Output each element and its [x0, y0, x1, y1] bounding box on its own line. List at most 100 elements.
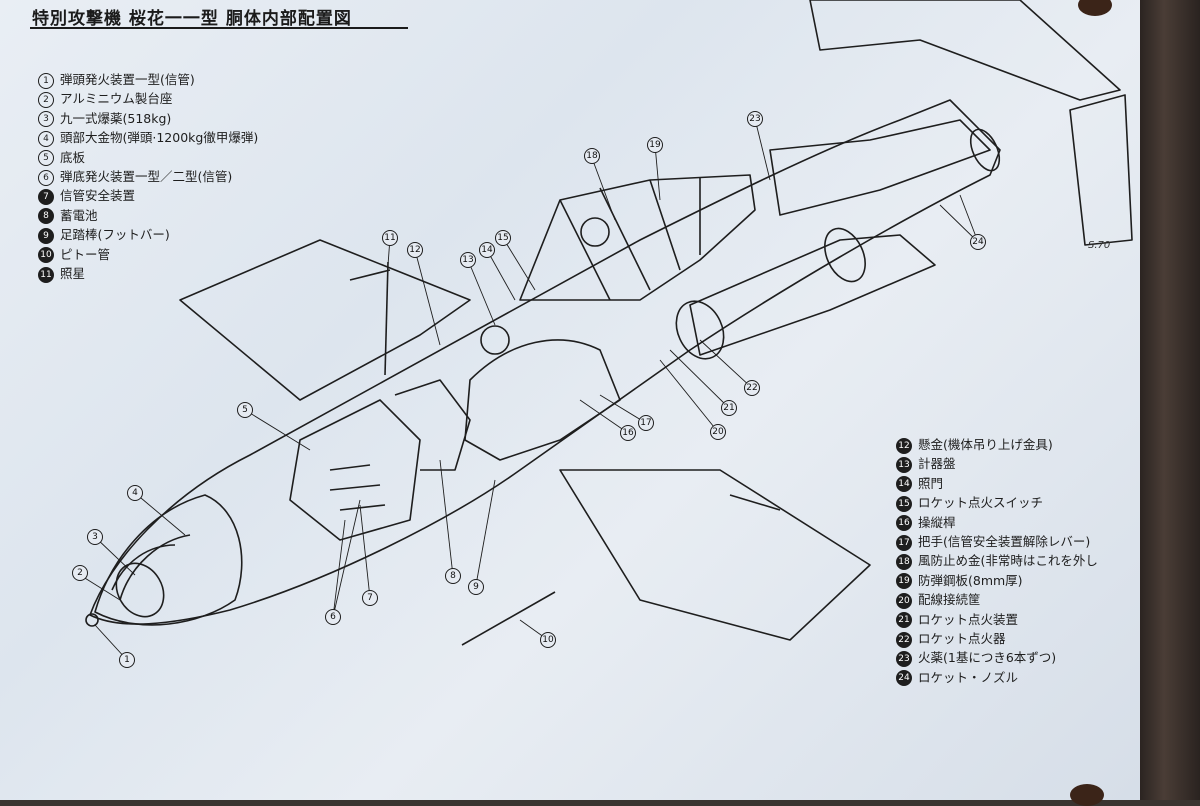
legend-number: 3 — [38, 111, 54, 128]
legend-number: 4 — [38, 130, 54, 147]
rocket-motor-upper — [769, 119, 991, 216]
legend-number: 15 — [896, 495, 912, 512]
rocket-motor-lower — [689, 234, 936, 356]
diagram-board — [0, 0, 1140, 800]
callout-2: 2 — [77, 568, 83, 578]
warhead-nose — [94, 494, 243, 626]
legend-text: 操縦桿 — [918, 514, 956, 530]
legend-number: 7 — [38, 188, 54, 205]
callout-markers: 1 2 3 4 5 6 7 8 9 10 11 12 13 14 15 16 1… — [72, 111, 986, 668]
legend-item: 5 底板 — [38, 148, 258, 167]
callout-22: 22 — [746, 383, 757, 393]
legend-text: 九一式爆薬(518kg) — [60, 110, 172, 126]
legend-left: 1 弾頭発火装置一型(信管) 2 アルミニウム製台座 3 九一式爆薬(518kg) 4… — [38, 70, 258, 283]
legend-number: 14 — [896, 476, 912, 493]
legend-number: 13 — [896, 456, 912, 473]
legend-text: ロケット点火器 — [918, 631, 1006, 647]
legend-number: 17 — [896, 534, 912, 551]
wooden-post — [1140, 0, 1200, 800]
legend-item: 7 信管安全装置 — [38, 186, 258, 205]
bolt-top — [1078, 0, 1112, 16]
legend-number: 16 — [896, 515, 912, 532]
legend-number: 19 — [896, 573, 912, 590]
legend-item: 16 操縦桿 — [896, 513, 1098, 532]
legend-number: 6 — [38, 169, 54, 186]
legend-text: 風防止め金(非常時はこれを外し — [918, 553, 1098, 569]
legend-text: 蓄電池 — [60, 207, 98, 223]
legend-number: 1 — [38, 72, 54, 89]
legend-number: 22 — [896, 631, 912, 648]
legend-text: 配線接続筐 — [918, 592, 981, 608]
legend-number: 8 — [38, 208, 54, 225]
legend-text: 信管安全装置 — [60, 188, 136, 204]
legend-item: 21 ロケット点火装置 — [896, 610, 1098, 629]
legend-text: 火薬(1基につき6本ずつ) — [918, 650, 1057, 666]
callout-8: 8 — [450, 571, 456, 581]
legend-item: 19 防弾鋼板(8mm厚) — [896, 571, 1098, 590]
tail-fin — [1069, 94, 1133, 246]
legend-item: 2 アルミニウム製台座 — [38, 89, 258, 108]
callout-5: 5 — [242, 405, 248, 415]
callout-9: 9 — [473, 582, 479, 592]
callout-6: 6 — [330, 612, 336, 622]
legend-item: 18 風防止め金(非常時はこれを外し — [896, 551, 1098, 570]
legend-number: 2 — [38, 91, 54, 108]
callout-20: 20 — [712, 427, 724, 437]
callout-1: 1 — [124, 655, 130, 665]
legend-text: アルミニウム製台座 — [60, 91, 173, 107]
legend-number: 18 — [896, 553, 912, 570]
callout-23: 23 — [749, 114, 760, 124]
callout-10: 10 — [542, 635, 554, 645]
legend-text: 防弾鋼板(8mm厚) — [918, 572, 1023, 588]
legend-item: 22 ロケット点火器 — [896, 629, 1098, 648]
legend-text: 底板 — [60, 149, 86, 165]
legend-number: 12 — [896, 437, 912, 454]
legend-number: 20 — [896, 592, 912, 609]
legend-item: 9 足踏棒(フットバー) — [38, 225, 258, 244]
legend-text: ロケット点火装置 — [918, 611, 1019, 627]
legend-number: 9 — [38, 227, 54, 244]
legend-item: 1 弾頭発火装置一型(信管) — [38, 70, 258, 89]
legend-number: 24 — [896, 670, 912, 687]
callout-7: 7 — [367, 593, 373, 603]
legend-item: 4 頭部大金物(弾頭·1200kg徹甲爆弾) — [38, 128, 258, 147]
legend-item: 6 弾底発火装置一型／二型(信管) — [38, 167, 258, 186]
legend-item: 3 九一式爆薬(518kg) — [38, 109, 258, 128]
callout-15: 15 — [497, 233, 508, 243]
legend-number: 5 — [38, 150, 54, 167]
left-wing — [179, 239, 471, 401]
legend-item: 12 懸金(機体吊り上げ金具) — [896, 435, 1098, 454]
callout-21: 21 — [723, 403, 734, 413]
legend-text: 照星 — [60, 266, 86, 282]
legend-item: 20 配線接続筐 — [896, 590, 1098, 609]
legend-text: 弾底発火装置一型／二型(信管) — [60, 169, 233, 185]
artist-signature: S.70 — [1088, 240, 1111, 251]
callout-17: 17 — [640, 418, 651, 428]
legend-text: 懸金(機体吊り上げ金具) — [918, 437, 1053, 452]
diagram-title: 特別攻撃機 桜花一一型 胴体内部配置図 — [32, 9, 352, 29]
legend-number: 11 — [38, 266, 54, 283]
legend-text: 頭部大金物(弾頭·1200kg徹甲爆弾) — [60, 130, 259, 146]
callout-16: 16 — [622, 428, 634, 438]
tail-plane — [809, 0, 1121, 101]
callout-12: 12 — [409, 245, 420, 255]
title-underline — [30, 27, 408, 29]
callout-4: 4 — [132, 488, 138, 498]
callout-3: 3 — [92, 532, 98, 542]
legend-text: 照門 — [918, 475, 944, 491]
legend-item: 23 火薬(1基につき6本ずつ) — [896, 648, 1098, 667]
legend-text: 弾頭発火装置一型(信管) — [60, 72, 195, 87]
legend-number: 10 — [38, 247, 54, 264]
legend-text: 足踏棒(フットバー) — [60, 227, 170, 243]
legend-number: 21 — [896, 612, 912, 629]
callout-24: 24 — [972, 237, 984, 247]
legend-text: 計器盤 — [918, 456, 956, 472]
legend-item: 14 照門 — [896, 474, 1098, 493]
legend-number: 23 — [896, 650, 912, 667]
callout-13: 13 — [462, 255, 473, 265]
